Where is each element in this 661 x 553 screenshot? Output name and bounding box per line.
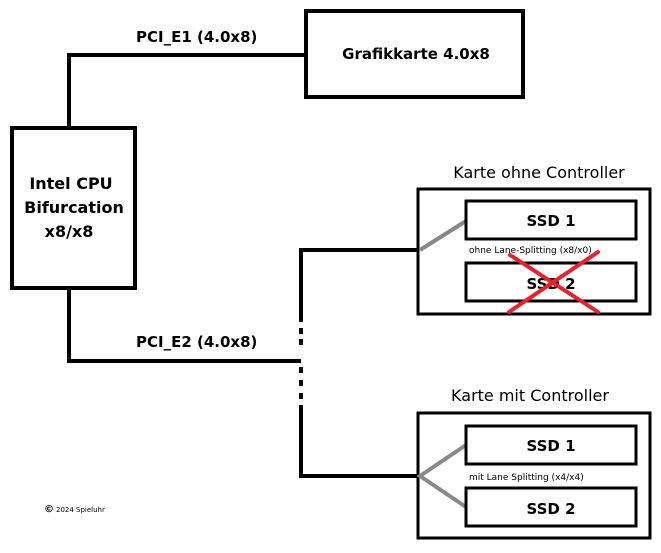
connection-lines [67, 53, 418, 478]
card-with-controller-ssd2-box [464, 486, 638, 528]
cpu-to-gpu-line [67, 53, 306, 128]
gpu-box [304, 9, 525, 99]
card-with-controller-ssd2-label: SSD 2 [526, 500, 575, 518]
card-no-controller-ssd1-box [464, 199, 638, 241]
card-no-controller-ssd1-label: SSD 1 [526, 212, 575, 230]
card-with-controller-ssd1-box [464, 424, 638, 466]
cpu-label-line1: Intel CPU [29, 174, 112, 193]
copyright-text: 2024 Spieluhr [56, 506, 105, 514]
cpu-to-slot2-line [67, 288, 301, 363]
card-no-controller-connector [418, 219, 468, 252]
cpu-box [10, 126, 137, 290]
gpu-label: Grafikkarte 4.0x8 [342, 45, 490, 63]
cpu-label-line3: x8/x8 [45, 222, 94, 241]
pci-e1-label: PCI_E1 (4.0x8) [136, 28, 257, 46]
card-no-controller-title: Karte ohne Controller [453, 163, 625, 182]
copyright-icon: © [44, 504, 54, 515]
card-with-controller-title: Karte mit Controller [451, 386, 609, 405]
cpu-label-line2: Bifurcation [24, 198, 124, 217]
card-with-controller-connector [416, 443, 468, 509]
slot2-upper-branch [299, 248, 418, 322]
card-with-controller-note: mit Lane Splitting (x4/x4) [469, 473, 584, 483]
card-no-controller-note: ohne Lane-Splitting (x8/x0) [469, 246, 592, 256]
card-with-controller-ssd1-label: SSD 1 [526, 437, 575, 455]
ssd2-disabled-cross [507, 250, 600, 314]
pci-e2-label: PCI_E2 (4.0x8) [136, 333, 257, 351]
slot2-break-marks [299, 328, 303, 399]
